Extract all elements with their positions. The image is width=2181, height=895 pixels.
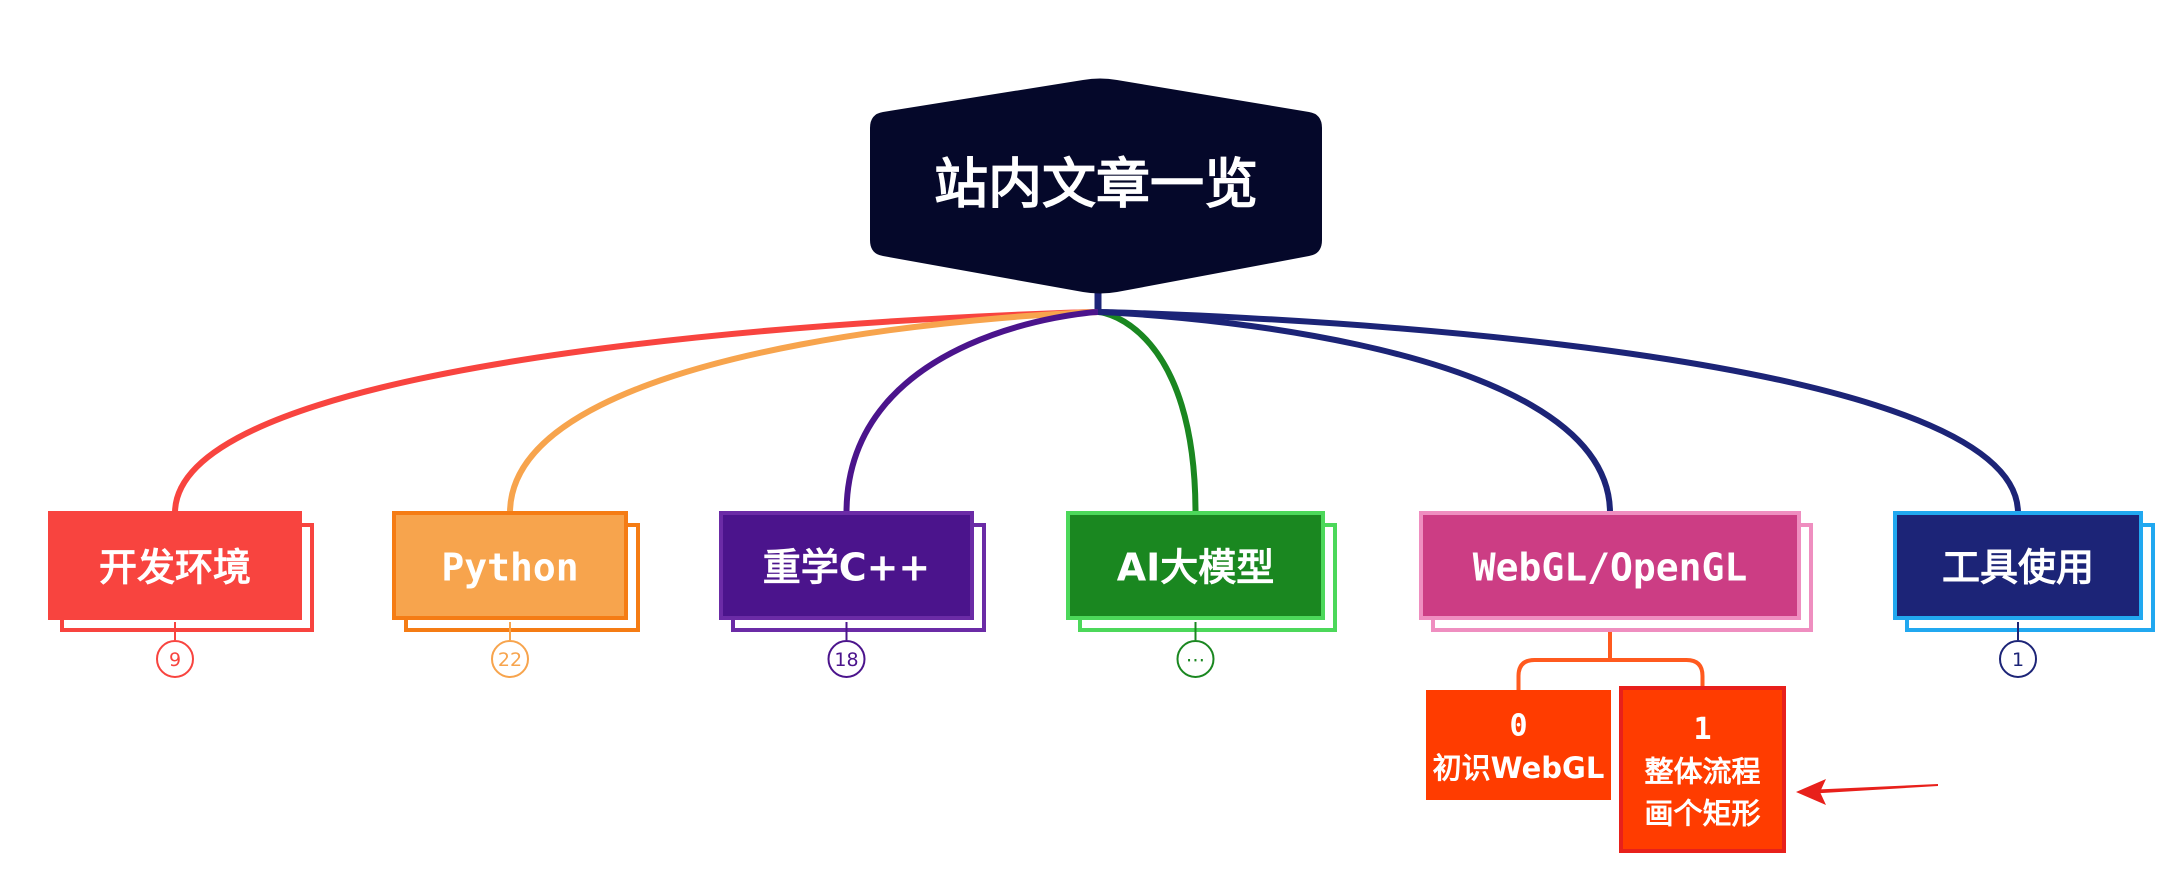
- connector-dev-env: [172, 309, 1099, 514]
- topic-count-badge[interactable]: 18: [827, 622, 866, 678]
- badge-count: 18: [834, 649, 858, 671]
- subtopic-line: 画个矩形: [1644, 797, 1760, 831]
- annotation-arrow: [1796, 779, 1938, 805]
- topic-node-webgl[interactable]: WebGL/OpenGL: [1419, 511, 1813, 632]
- topic-label: Python: [441, 546, 578, 590]
- root-node-shape: [870, 78, 1322, 294]
- subtopic-connector: [1610, 658, 1705, 688]
- badge-circle: [491, 640, 529, 678]
- topic-label: 重学C++: [763, 546, 931, 590]
- topic-count-badge[interactable]: 9: [156, 622, 194, 678]
- topic-box: [719, 511, 974, 620]
- topic-count-badge[interactable]: 22: [491, 622, 529, 678]
- subtopic-node[interactable]: 0 初识WebGL: [1426, 690, 1611, 800]
- topic-count-badge[interactable]: 1: [1999, 622, 2037, 678]
- badge-circle: [1999, 640, 2037, 678]
- topic-box: [1893, 511, 2143, 620]
- subtopic-box: [1426, 690, 1611, 800]
- topic-layer: 开发环境 9 Python 22 重学C++ 18 AI大模型 ⋯ WebGL/OpenGL 工具…: [48, 511, 2155, 678]
- badge-circle: [1176, 640, 1215, 678]
- topic-node-ai[interactable]: AI大模型: [1066, 511, 1337, 632]
- topic-node-cpp[interactable]: 重学C++: [719, 511, 986, 632]
- subtopic-box: [1619, 686, 1786, 853]
- badge-count: ⋯: [1186, 649, 1205, 671]
- connector-python: [507, 309, 1099, 514]
- badge-count: 1: [2012, 649, 2024, 671]
- topic-label: 工具使用: [1942, 546, 2094, 590]
- badge-circle: [827, 640, 866, 678]
- subtopic-line: 初识WebGL: [1433, 751, 1605, 785]
- subtopic-connector: [1516, 658, 1610, 690]
- subtopic-index: 0: [1509, 709, 1527, 744]
- root-title: 站内文章一览: [934, 153, 1258, 216]
- connector-cpp: [843, 309, 1099, 514]
- topic-label: AI大模型: [1117, 546, 1275, 590]
- arrow-head: [1796, 779, 1826, 805]
- subtopic-index: 1: [1693, 712, 1711, 747]
- topic-label: 开发环境: [99, 546, 251, 590]
- topic-node-tools[interactable]: 工具使用: [1893, 511, 2155, 632]
- topic-box: [1066, 511, 1325, 620]
- topic-box: [48, 511, 302, 620]
- arrow-shaft: [1806, 784, 1938, 794]
- root-node[interactable]: 站内文章一览: [870, 78, 1322, 294]
- subtopic-line: 整体流程: [1644, 755, 1760, 789]
- connector-tools: [1097, 309, 2021, 514]
- topic-box: [392, 511, 628, 620]
- topic-node-dev-env[interactable]: 开发环境: [48, 511, 314, 632]
- topic-label: WebGL/OpenGL: [1473, 546, 1748, 590]
- badge-circle: [156, 640, 194, 678]
- connector-ai: [1097, 309, 1199, 514]
- connector-layer: [172, 285, 2021, 514]
- topic-count-badge[interactable]: ⋯: [1176, 622, 1215, 678]
- topic-box: [1419, 511, 1801, 620]
- topic-node-python[interactable]: Python: [392, 511, 640, 632]
- badge-count: 9: [169, 649, 181, 671]
- badge-count: 22: [498, 649, 522, 671]
